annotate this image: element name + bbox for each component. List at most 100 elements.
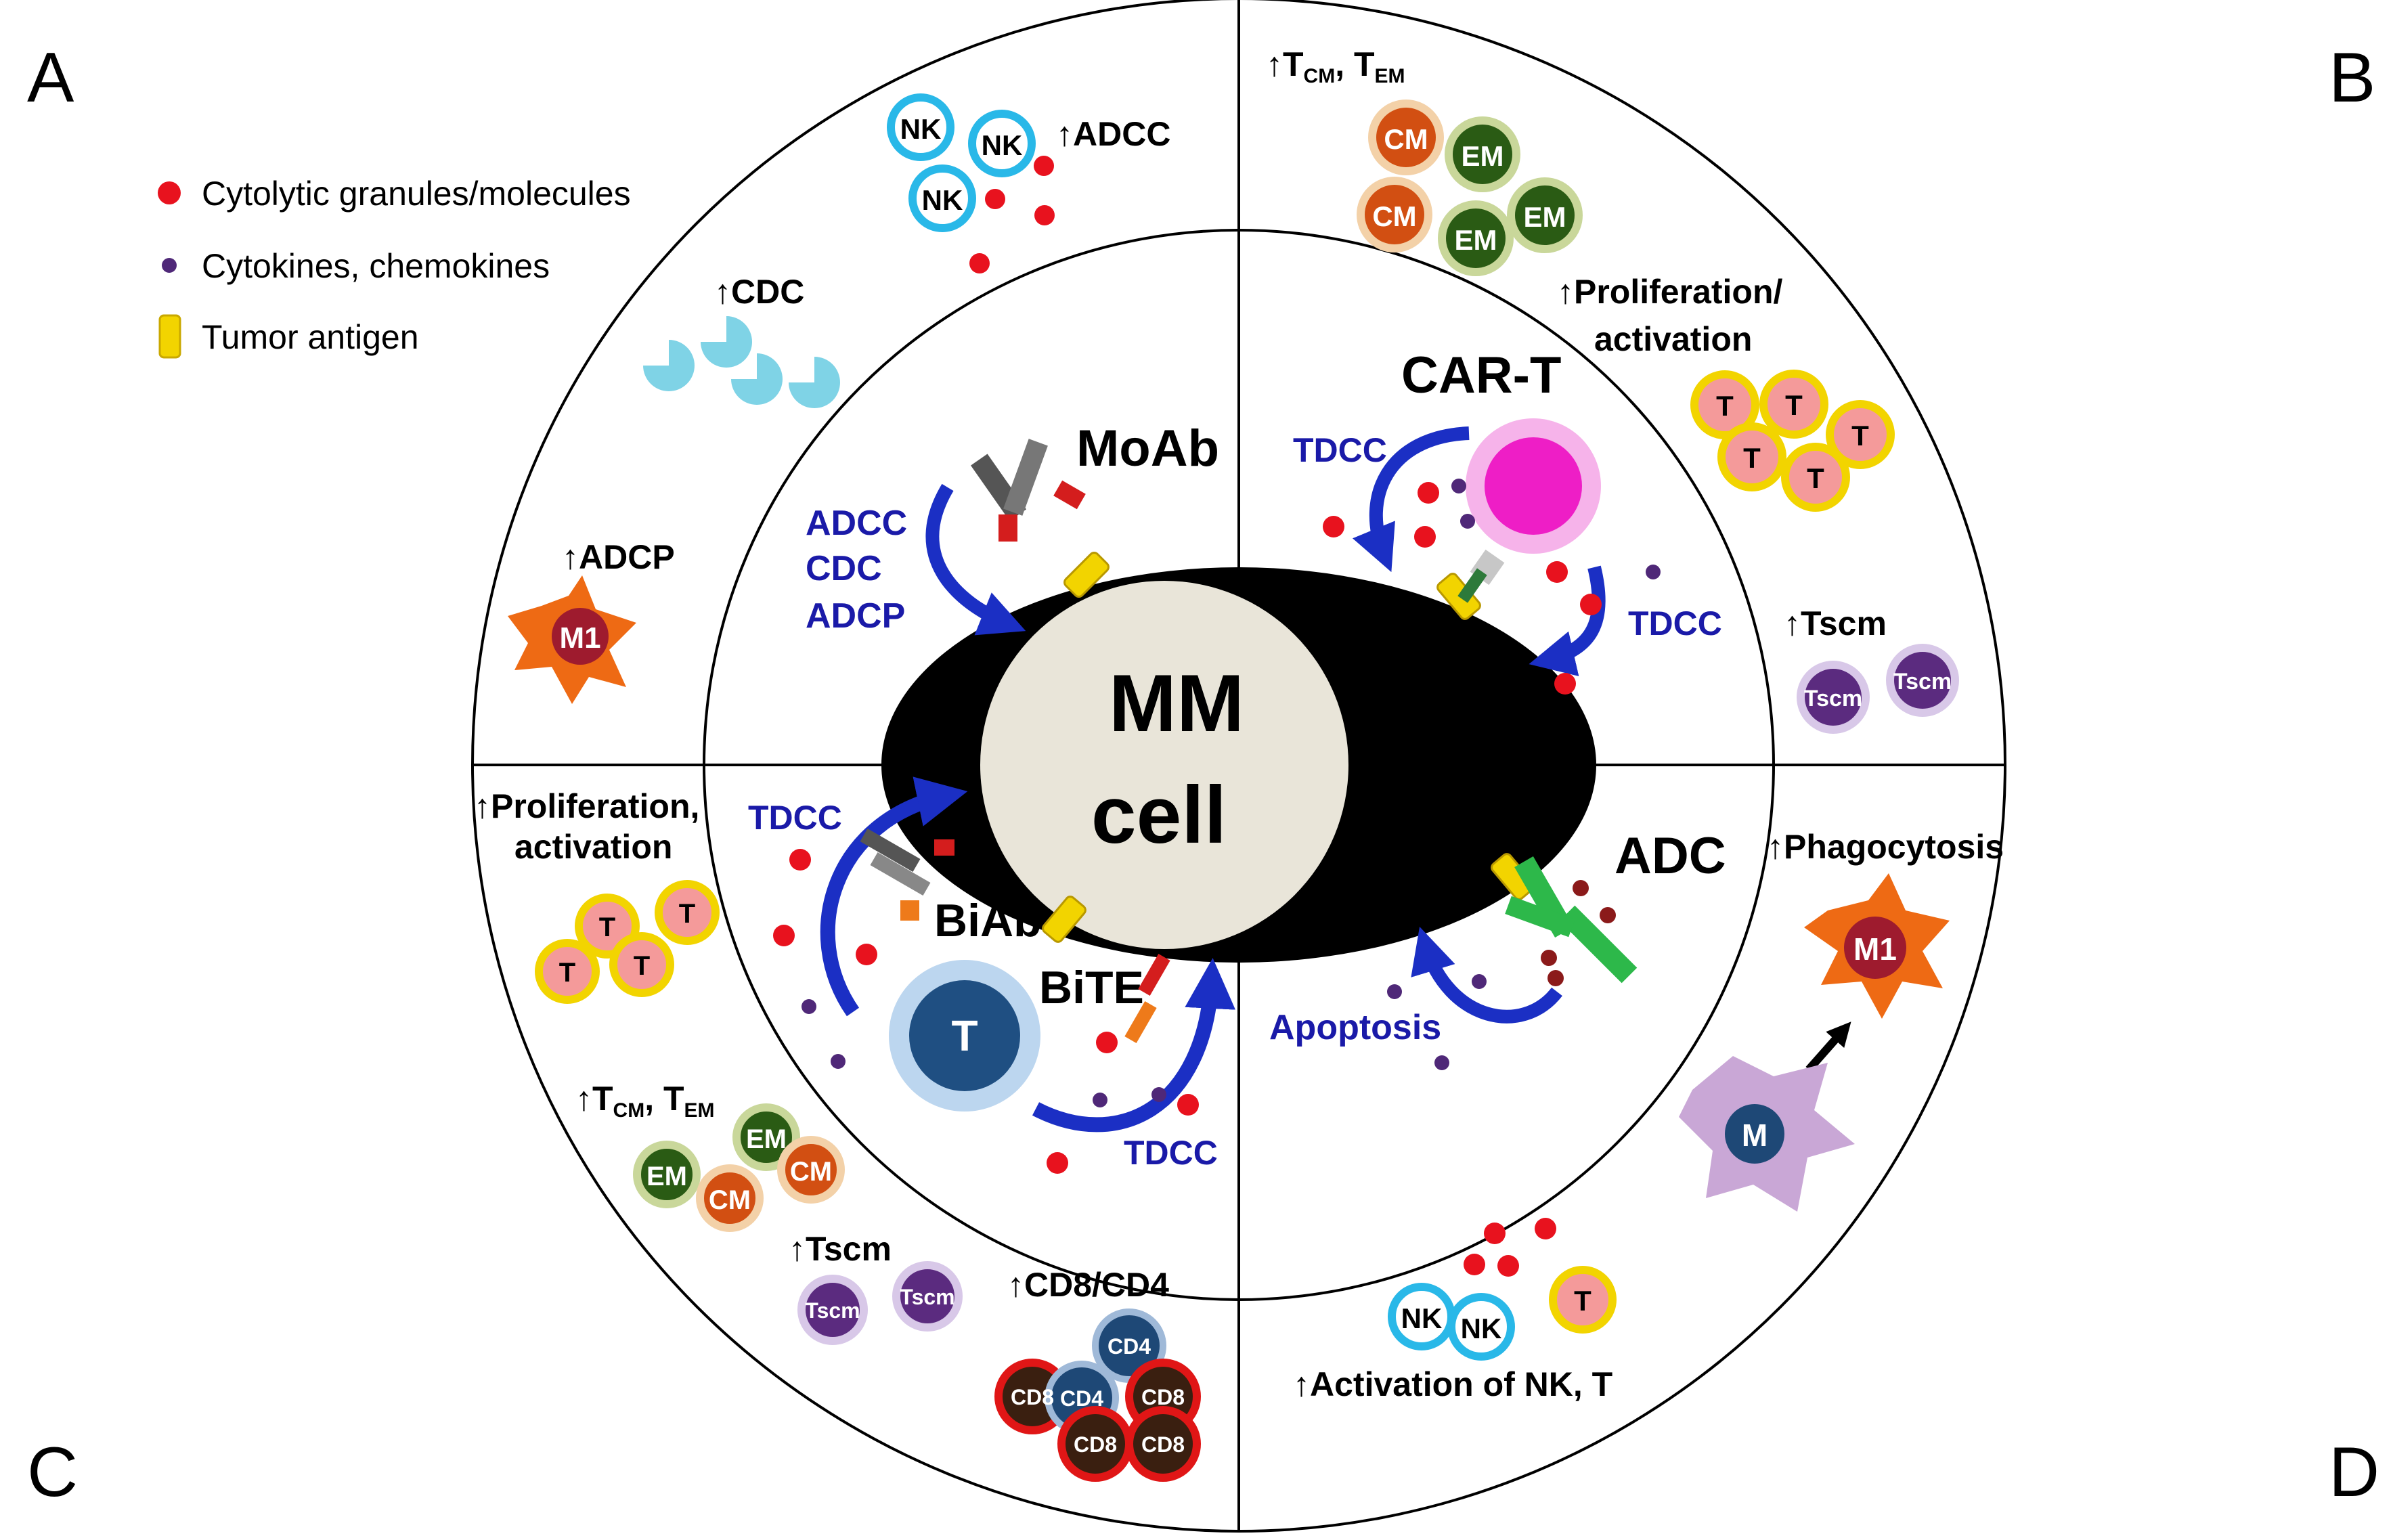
mm-label: MM [1109, 658, 1244, 749]
moab-arrow [925, 483, 1026, 636]
adc-antibody-icon [1505, 856, 1638, 986]
tscm-cell-label: Tscm [1893, 669, 1952, 695]
granules-d-outer [1464, 1218, 1556, 1277]
bite-icon [1124, 954, 1170, 1043]
t-cells-b [1690, 370, 1895, 512]
m-label: M [1742, 1118, 1768, 1153]
cytokines-d-inner [1387, 974, 1487, 1070]
cart-arrow-bottom [1529, 565, 1606, 676]
outer-prolif-b-label: ↑Proliferation/ [1557, 273, 1782, 311]
cart-label: CAR-T [1401, 347, 1561, 404]
macrophage-d: M [1679, 1056, 1855, 1212]
outer-prolif-c-label-2: activation [514, 828, 672, 866]
adc-label: ADC [1615, 827, 1726, 885]
mech-tdcc-right-label: TDCC [1628, 604, 1722, 642]
cd8-label: CD8 [1011, 1385, 1054, 1409]
outer-phagocytosis-label: ↑Phagocytosis [1767, 828, 2004, 866]
biab-label: BiAb [934, 895, 1042, 946]
t-cell-label: T [599, 912, 615, 942]
outer-tscm-c-label: ↑Tscm [789, 1230, 892, 1268]
cd8-label: CD8 [1141, 1432, 1185, 1457]
nk-cluster-a: NK NK NK [887, 93, 1036, 232]
t-cell-label: T [1785, 389, 1803, 421]
nk-cell-label: NK [900, 113, 942, 145]
cd-cells: CD4 CD8 CD4 CD8 CD8 CD8 [994, 1308, 1201, 1482]
m1-label: M1 [1853, 931, 1897, 967]
t-cells-c-labels: T T T T [559, 899, 695, 988]
complement-icons [643, 316, 840, 408]
cm-cell-label: CM [1384, 123, 1428, 155]
mech-tdcc-top-label: TDCC [1293, 431, 1387, 469]
outer-cd8cd4-label: ↑CD8/CD4 [1007, 1266, 1169, 1304]
legend-cytokines-label: Cytokines, chemokines [202, 247, 550, 285]
mech-adcp-label: ADCP [806, 596, 905, 636]
em-cell-label: EM [1455, 224, 1497, 256]
memory-cells-b: CM EM CM EM EM [1357, 100, 1583, 276]
t-cell-c: T [889, 960, 1040, 1112]
m1-macrophage-d: M1 [1804, 873, 1950, 1019]
outer-cdc-label: ↑CDC [714, 273, 804, 311]
antigen-biab [1042, 896, 1086, 943]
adc-arrow [1411, 926, 1562, 1024]
nk-cell-label: NK [1401, 1302, 1443, 1334]
panel-label-a: A [27, 39, 74, 117]
m1-label: M1 [559, 621, 600, 655]
cell-label: cell [1091, 770, 1227, 860]
mech-tdcc-c-label: TDCC [748, 799, 842, 837]
m1-macrophage-a: M1 [508, 575, 636, 704]
nk-cell-label: NK [922, 184, 963, 216]
em-cell-label: EM [646, 1162, 687, 1191]
t-cells-c [535, 880, 720, 1004]
tscm-cells-b: Tscm Tscm [1797, 644, 1959, 734]
t-cell-label: T [1743, 442, 1761, 474]
outer-prolif-c-label: ↑Proliferation, [474, 787, 699, 825]
mech-cdc-label: CDC [806, 549, 882, 588]
cd8-label: CD8 [1141, 1385, 1185, 1409]
legend: Cytolytic granules/molecules Cytokines, … [158, 175, 631, 359]
moab-antibody-icon [971, 439, 1086, 542]
outer-activation-label: ↑Activation of NK, T [1293, 1365, 1612, 1403]
em-cell-label: EM [1524, 201, 1566, 233]
panel-label-b: B [2329, 39, 2375, 117]
t-cell-label: T [679, 899, 695, 929]
granules-c-inner [773, 849, 1199, 1174]
cytokine-legend-swatch [162, 258, 177, 273]
t-cell-label: T [951, 1011, 978, 1060]
antigen-moab [1063, 552, 1110, 598]
bite-label: BiTE [1039, 962, 1144, 1013]
cd8-label: CD8 [1074, 1432, 1117, 1457]
nk-t-cells-d: NK NK T [1388, 1266, 1617, 1361]
mm-nucleus [980, 581, 1348, 949]
nk-cell-label: NK [1461, 1313, 1502, 1344]
outer-prolif-b-label-2: activation [1594, 320, 1752, 358]
tscm-cell-label: Tscm [805, 1298, 860, 1323]
cd4-label: CD4 [1107, 1334, 1151, 1359]
cm-cell-label: CM [709, 1185, 751, 1215]
cd4-label: CD4 [1060, 1386, 1103, 1411]
t-cell-label: T [1574, 1285, 1591, 1317]
biab-antibody-icon [860, 828, 954, 921]
cm-cell-label: CM [1372, 200, 1416, 232]
t-cells-b-labels: T T T T T [1716, 389, 1869, 494]
mech-apoptosis-label: Apoptosis [1269, 1008, 1441, 1047]
cart-arrow-top [1353, 426, 1470, 573]
outer-tscm-b-label: ↑Tscm [1784, 604, 1887, 642]
granules-b-inner [1323, 482, 1602, 695]
moab-label: MoAb [1076, 420, 1219, 477]
t-cell-label: T [1851, 420, 1869, 452]
legend-granules-label: Cytolytic granules/molecules [202, 175, 631, 213]
granules-a [969, 156, 1055, 273]
t-cell-label: T [634, 951, 650, 981]
nk-cell-label: NK [982, 129, 1023, 161]
panel-label-d: D [2329, 1433, 2379, 1512]
cm-cell-label: CM [790, 1157, 832, 1187]
outer-adcp-label: ↑ADCP [562, 538, 675, 576]
memory-cells-c: EM EM CM CM [633, 1103, 845, 1232]
em-cell-label: EM [1462, 140, 1504, 172]
t-cell-label: T [559, 958, 575, 988]
outer-tcm-tem-label-c: ↑TCM, TEM [575, 1080, 715, 1122]
t-cell-label: T [1807, 462, 1824, 494]
tscm-cell-label: Tscm [1804, 686, 1862, 711]
mech-tdcc-c2-label: TDCC [1124, 1134, 1218, 1172]
macrophage-activation-arrow [1805, 1021, 1851, 1072]
